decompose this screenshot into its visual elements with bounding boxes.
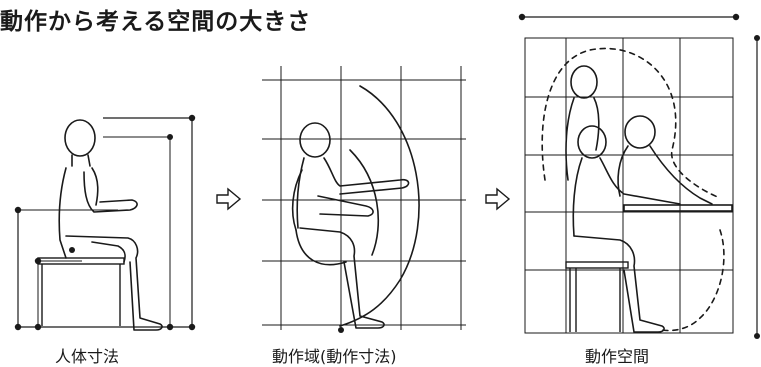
- right-arrow-icon: [485, 187, 511, 211]
- right-arrow-icon: [216, 187, 242, 211]
- seat-marker-dot: [69, 247, 75, 253]
- caption-human-dimensions: 人体寸法: [55, 347, 120, 366]
- panel-motion-range: [262, 66, 466, 333]
- dimension-points: [14, 114, 196, 331]
- motion-envelope-dashed: [541, 47, 725, 332]
- stool: [565, 261, 629, 332]
- page-title: 動作から考える空間の大きさ: [0, 9, 312, 35]
- reach-arcs: [291, 85, 420, 327]
- seated-figure-space: [572, 125, 681, 333]
- leaning-figure: [617, 115, 713, 205]
- panel-human-dimensions: [14, 114, 196, 331]
- grid: [524, 37, 734, 334]
- right-dimension-line: [754, 35, 760, 339]
- dimension-lines: [17, 117, 193, 328]
- caption-motion-range: 動作域(動作寸法): [272, 347, 397, 366]
- top-dimension-line: [518, 13, 740, 21]
- table: [623, 204, 733, 212]
- base-point-dot: [338, 327, 344, 333]
- seated-figure-motion: [296, 122, 410, 329]
- standing-figure-outline: [565, 65, 600, 181]
- stool: [37, 257, 125, 326]
- panel-motion-space: [518, 13, 760, 339]
- caption-motion-space: 動作空間: [585, 347, 650, 366]
- grid: [262, 66, 466, 330]
- seated-figure: [58, 119, 163, 331]
